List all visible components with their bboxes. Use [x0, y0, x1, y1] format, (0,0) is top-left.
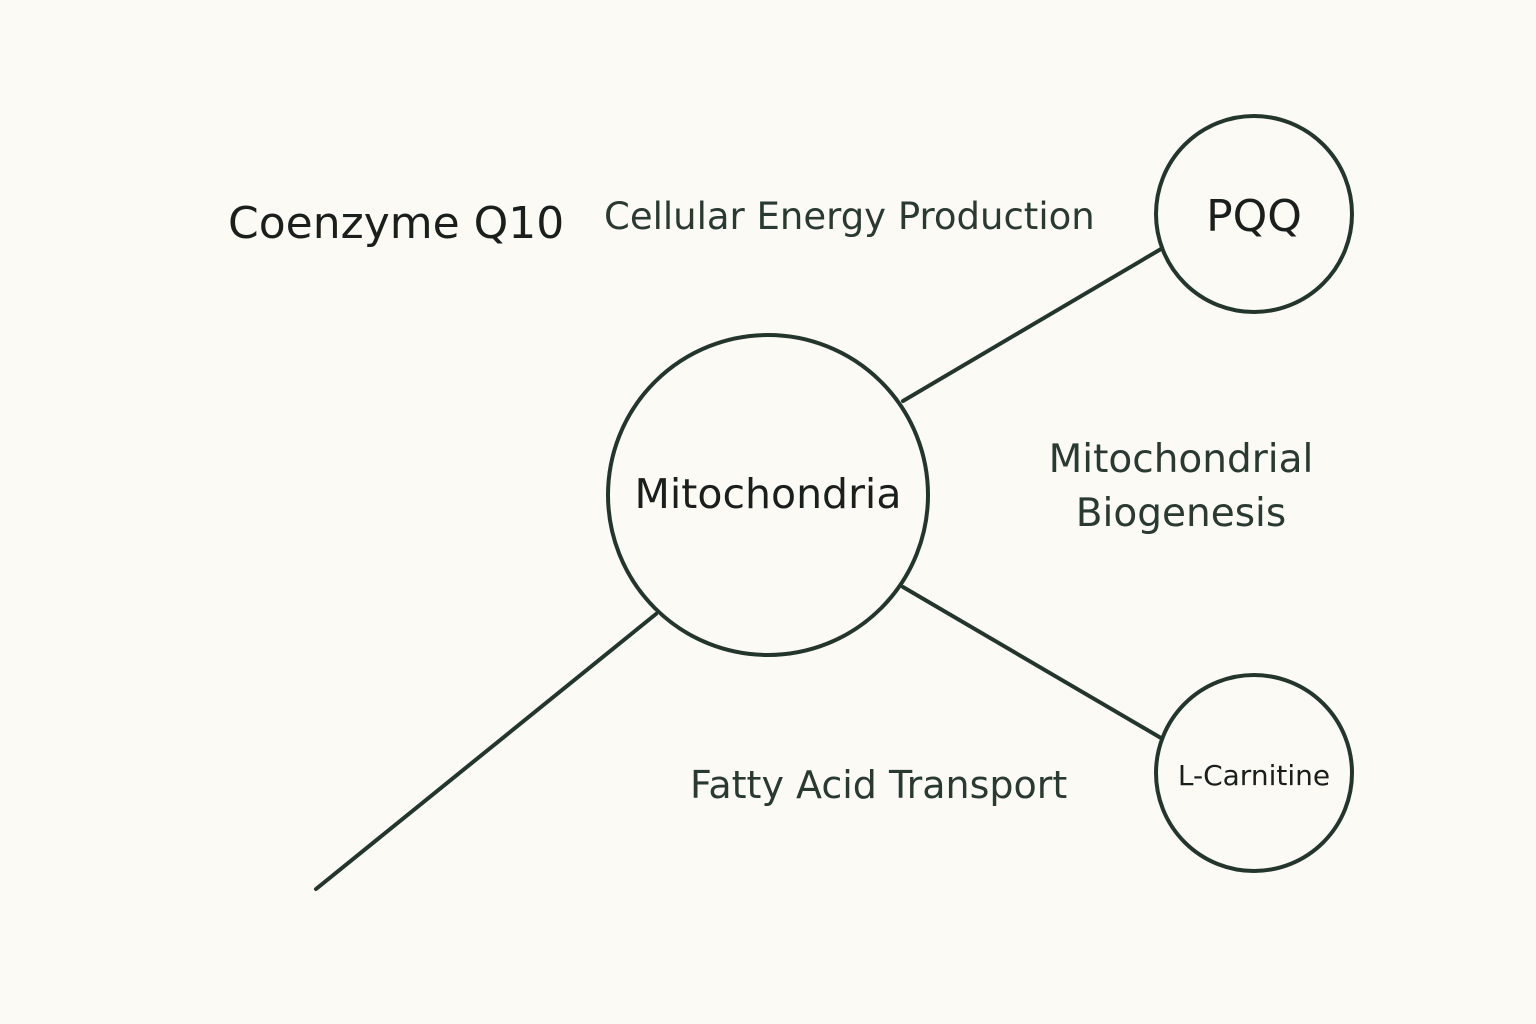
edge-mitochondria-coenzyme-q10 — [314, 612, 658, 891]
mitochondria-label: Mitochondria — [635, 470, 902, 518]
mitochondrial-biogenesis-label-line2: Biogenesis — [1076, 491, 1286, 536]
mitochondrial-biogenesis-label-line1: Mitochondrial — [1049, 437, 1314, 482]
pqq-label: PQQ — [1206, 191, 1302, 242]
l-carnitine-label: L-Carnitine — [1178, 759, 1330, 792]
cellular-energy-production-label: Cellular Energy Production — [604, 195, 1095, 238]
edge-mitochondria-pqq — [901, 247, 1163, 403]
edge-mitochondria-l-carnitine — [901, 585, 1163, 740]
l-carnitine-node — [1154, 673, 1354, 873]
coenzyme-q10-label: Coenzyme Q10 — [228, 198, 564, 249]
pqq-node — [1154, 114, 1354, 314]
fatty-acid-transport-label: Fatty Acid Transport — [690, 763, 1067, 807]
mitochondria-node — [606, 333, 930, 657]
